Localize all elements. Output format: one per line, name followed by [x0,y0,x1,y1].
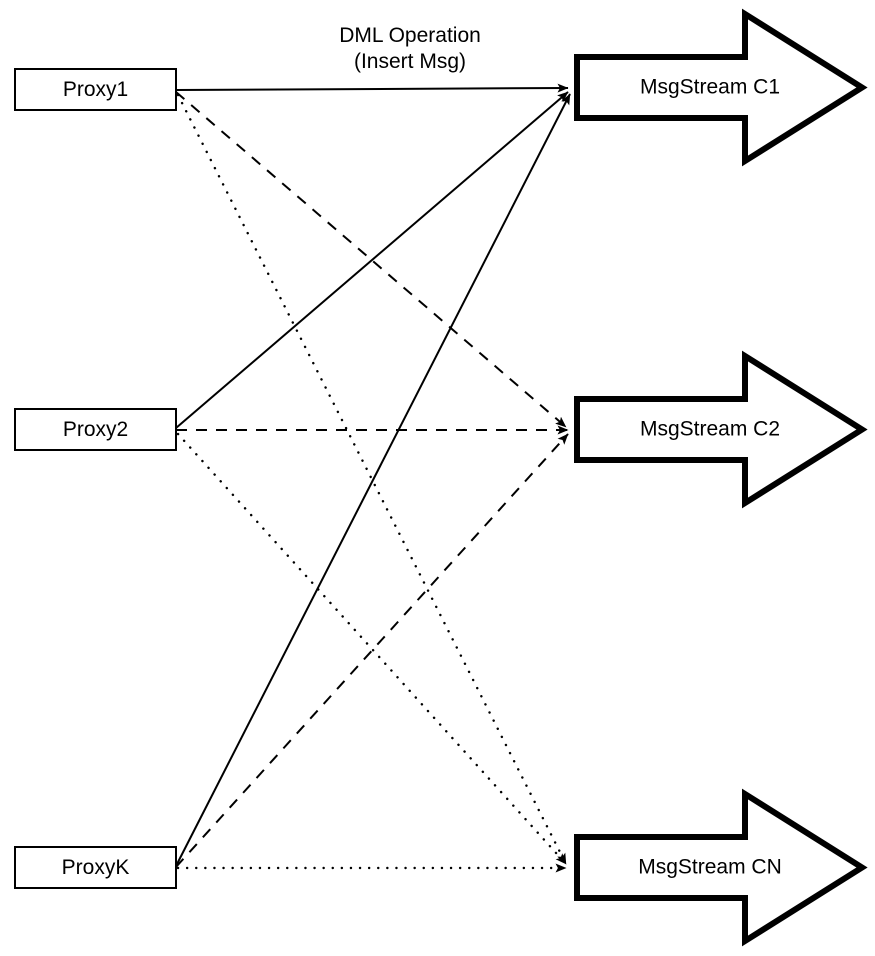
stream-c2-group[interactable]: MsgStream C2 [574,350,868,509]
proxy1-box [14,68,177,111]
stream-c2-arrow-icon [574,350,868,509]
connection-proxy1-to-c1 [175,83,569,93]
stream-cn-label: MsgStream CN [638,856,782,879]
connection-proxy2-to-cn [176,432,568,866]
connection-proxy1-to-c2 [175,91,567,428]
proxy1-group[interactable]: Proxy1 [14,68,177,111]
proxy2-label: Proxy2 [63,418,128,441]
proxyk-box [14,846,177,889]
stream-c1-label: MsgStream C1 [640,76,780,99]
proxy2-box [14,408,177,451]
proxyk-group[interactable]: ProxyK [14,846,177,889]
dml-operation-caption-line1: DML Operation [339,24,481,47]
stream-c1-arrow-icon [574,8,868,167]
stream-cn-arrow-icon [574,788,868,947]
stream-arrows-layer: MsgStream C1 MsgStream C2 MsgStream CN [574,8,868,947]
connection-proxyk-to-c2 [175,433,569,868]
edge-caption-group: DML Operation (Insert Msg) [339,24,481,73]
dml-operation-caption-line2: (Insert Msg) [354,50,466,73]
proxy2-group[interactable]: Proxy2 [14,408,177,451]
stream-c1-group[interactable]: MsgStream C1 [574,8,868,167]
proxyk-label: ProxyK [62,856,130,879]
proxy1-label: Proxy1 [63,78,128,101]
connection-proxy2-to-c1 [175,91,569,429]
stream-c2-label: MsgStream C2 [640,418,780,441]
stream-cn-group[interactable]: MsgStream CN [574,788,868,947]
connections-layer [175,83,571,873]
connection-proxy1-to-cn [176,93,568,866]
connection-proxyk-to-c1 [175,93,571,867]
